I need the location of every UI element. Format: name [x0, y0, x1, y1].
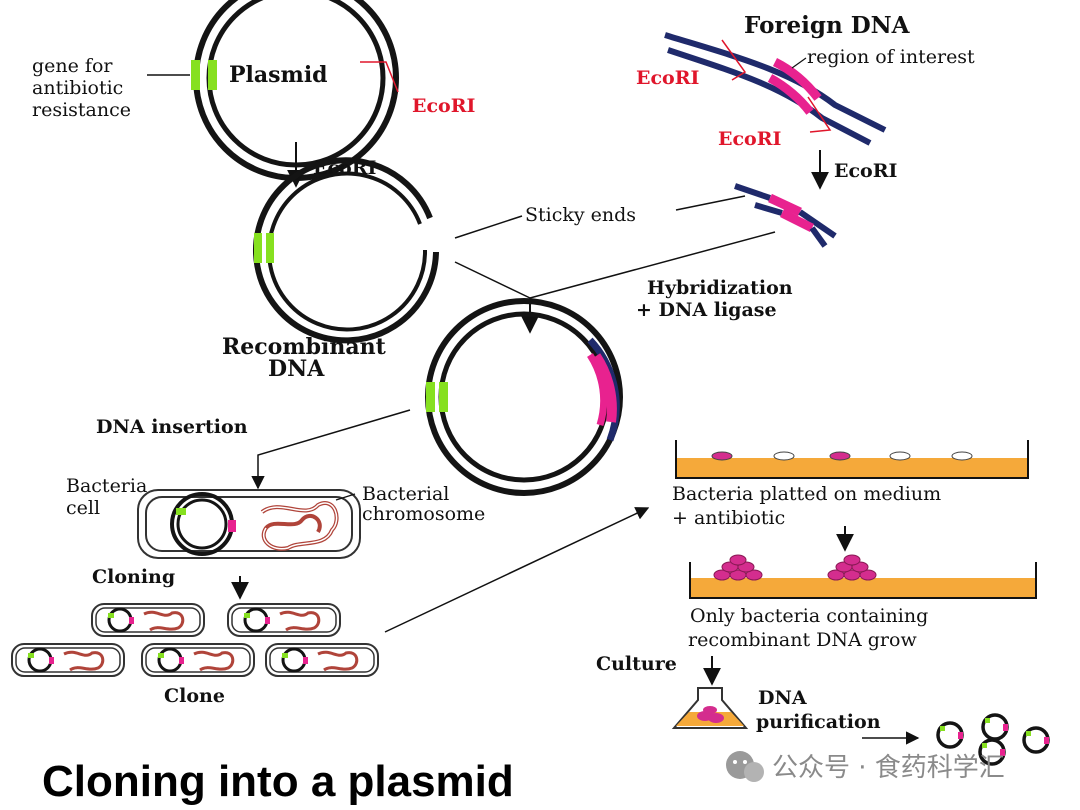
antibiotic-plate	[675, 440, 1029, 479]
clone-cell	[141, 643, 255, 677]
hybridization-label-1: Hybridization	[647, 277, 793, 299]
colony	[713, 554, 763, 581]
only-grow-label-1: Only bacteria containing	[690, 605, 928, 627]
ecori-foreign-label-2: EcoRI	[718, 128, 782, 150]
colony	[827, 554, 877, 581]
selection-plate	[689, 554, 1037, 599]
ecori-foreign-label-1: EcoRI	[636, 67, 700, 89]
ecori-arrow-right-label: EcoRI	[834, 160, 898, 182]
gene-label-3: resistance	[32, 99, 131, 121]
cut-plasmid	[253, 157, 439, 344]
purified-plasmid	[978, 738, 1006, 766]
purified-plasmid	[1022, 726, 1050, 754]
antibiotic-gene-marker	[191, 60, 200, 90]
purified-plasmid	[936, 721, 964, 749]
purified-plasmids	[936, 713, 1050, 766]
region-label: region of interest	[807, 46, 975, 68]
ecori-plasmid-label: EcoRI	[412, 95, 476, 117]
bacteria-cell-label-2: cell	[66, 497, 100, 519]
clone-cell	[91, 603, 205, 637]
platted-label-2: + antibiotic	[672, 507, 785, 529]
plasmid-label: Plasmid	[229, 62, 328, 88]
hybridization-label-2: + DNA ligase	[636, 299, 777, 321]
recombinant-dna	[425, 298, 623, 496]
dna-fragment	[734, 183, 837, 248]
cloning-label: Cloning	[92, 566, 175, 588]
only-grow-label-2: recombinant DNA grow	[688, 629, 917, 651]
purified-plasmid	[981, 713, 1009, 741]
culture-flask	[671, 687, 749, 729]
gene-label-2: antibiotic	[32, 77, 123, 99]
diagram-title: Cloning into a plasmid	[42, 757, 514, 806]
sticky-ends-label: Sticky ends	[525, 204, 636, 226]
clone-cell	[11, 643, 125, 677]
gene-label-1: gene for	[32, 55, 113, 77]
clone-cell	[265, 643, 379, 677]
recombinant-label-2: DNA	[268, 356, 325, 382]
purification-label-1: DNA	[758, 687, 807, 709]
recombinant-label-1: Recombinant	[222, 334, 387, 360]
watermark: 公众号 · 食药科学汇	[726, 751, 1005, 783]
foreign-dna	[664, 32, 887, 146]
clone-label: Clone	[164, 685, 225, 707]
bacteria-cell-label-1: Bacteria	[66, 475, 147, 497]
platted-label-1: Bacteria platted on medium	[672, 483, 941, 505]
purification-label-2: purification	[756, 711, 881, 733]
dna-insertion-label: DNA insertion	[96, 416, 248, 438]
bacteria-cell	[137, 489, 361, 559]
chromosome-label-2: chromosome	[362, 503, 485, 525]
foreign-dna-label: Foreign DNA	[744, 12, 911, 39]
region-of-interest	[772, 57, 822, 101]
chromosome-label-1: Bacterial	[362, 483, 449, 505]
plasmid	[191, 0, 399, 181]
clone-cells	[11, 603, 379, 677]
clone-cell	[227, 603, 341, 637]
watermark-text: 公众号 · 食药科学汇	[772, 753, 1005, 783]
culture-label: Culture	[596, 653, 677, 675]
